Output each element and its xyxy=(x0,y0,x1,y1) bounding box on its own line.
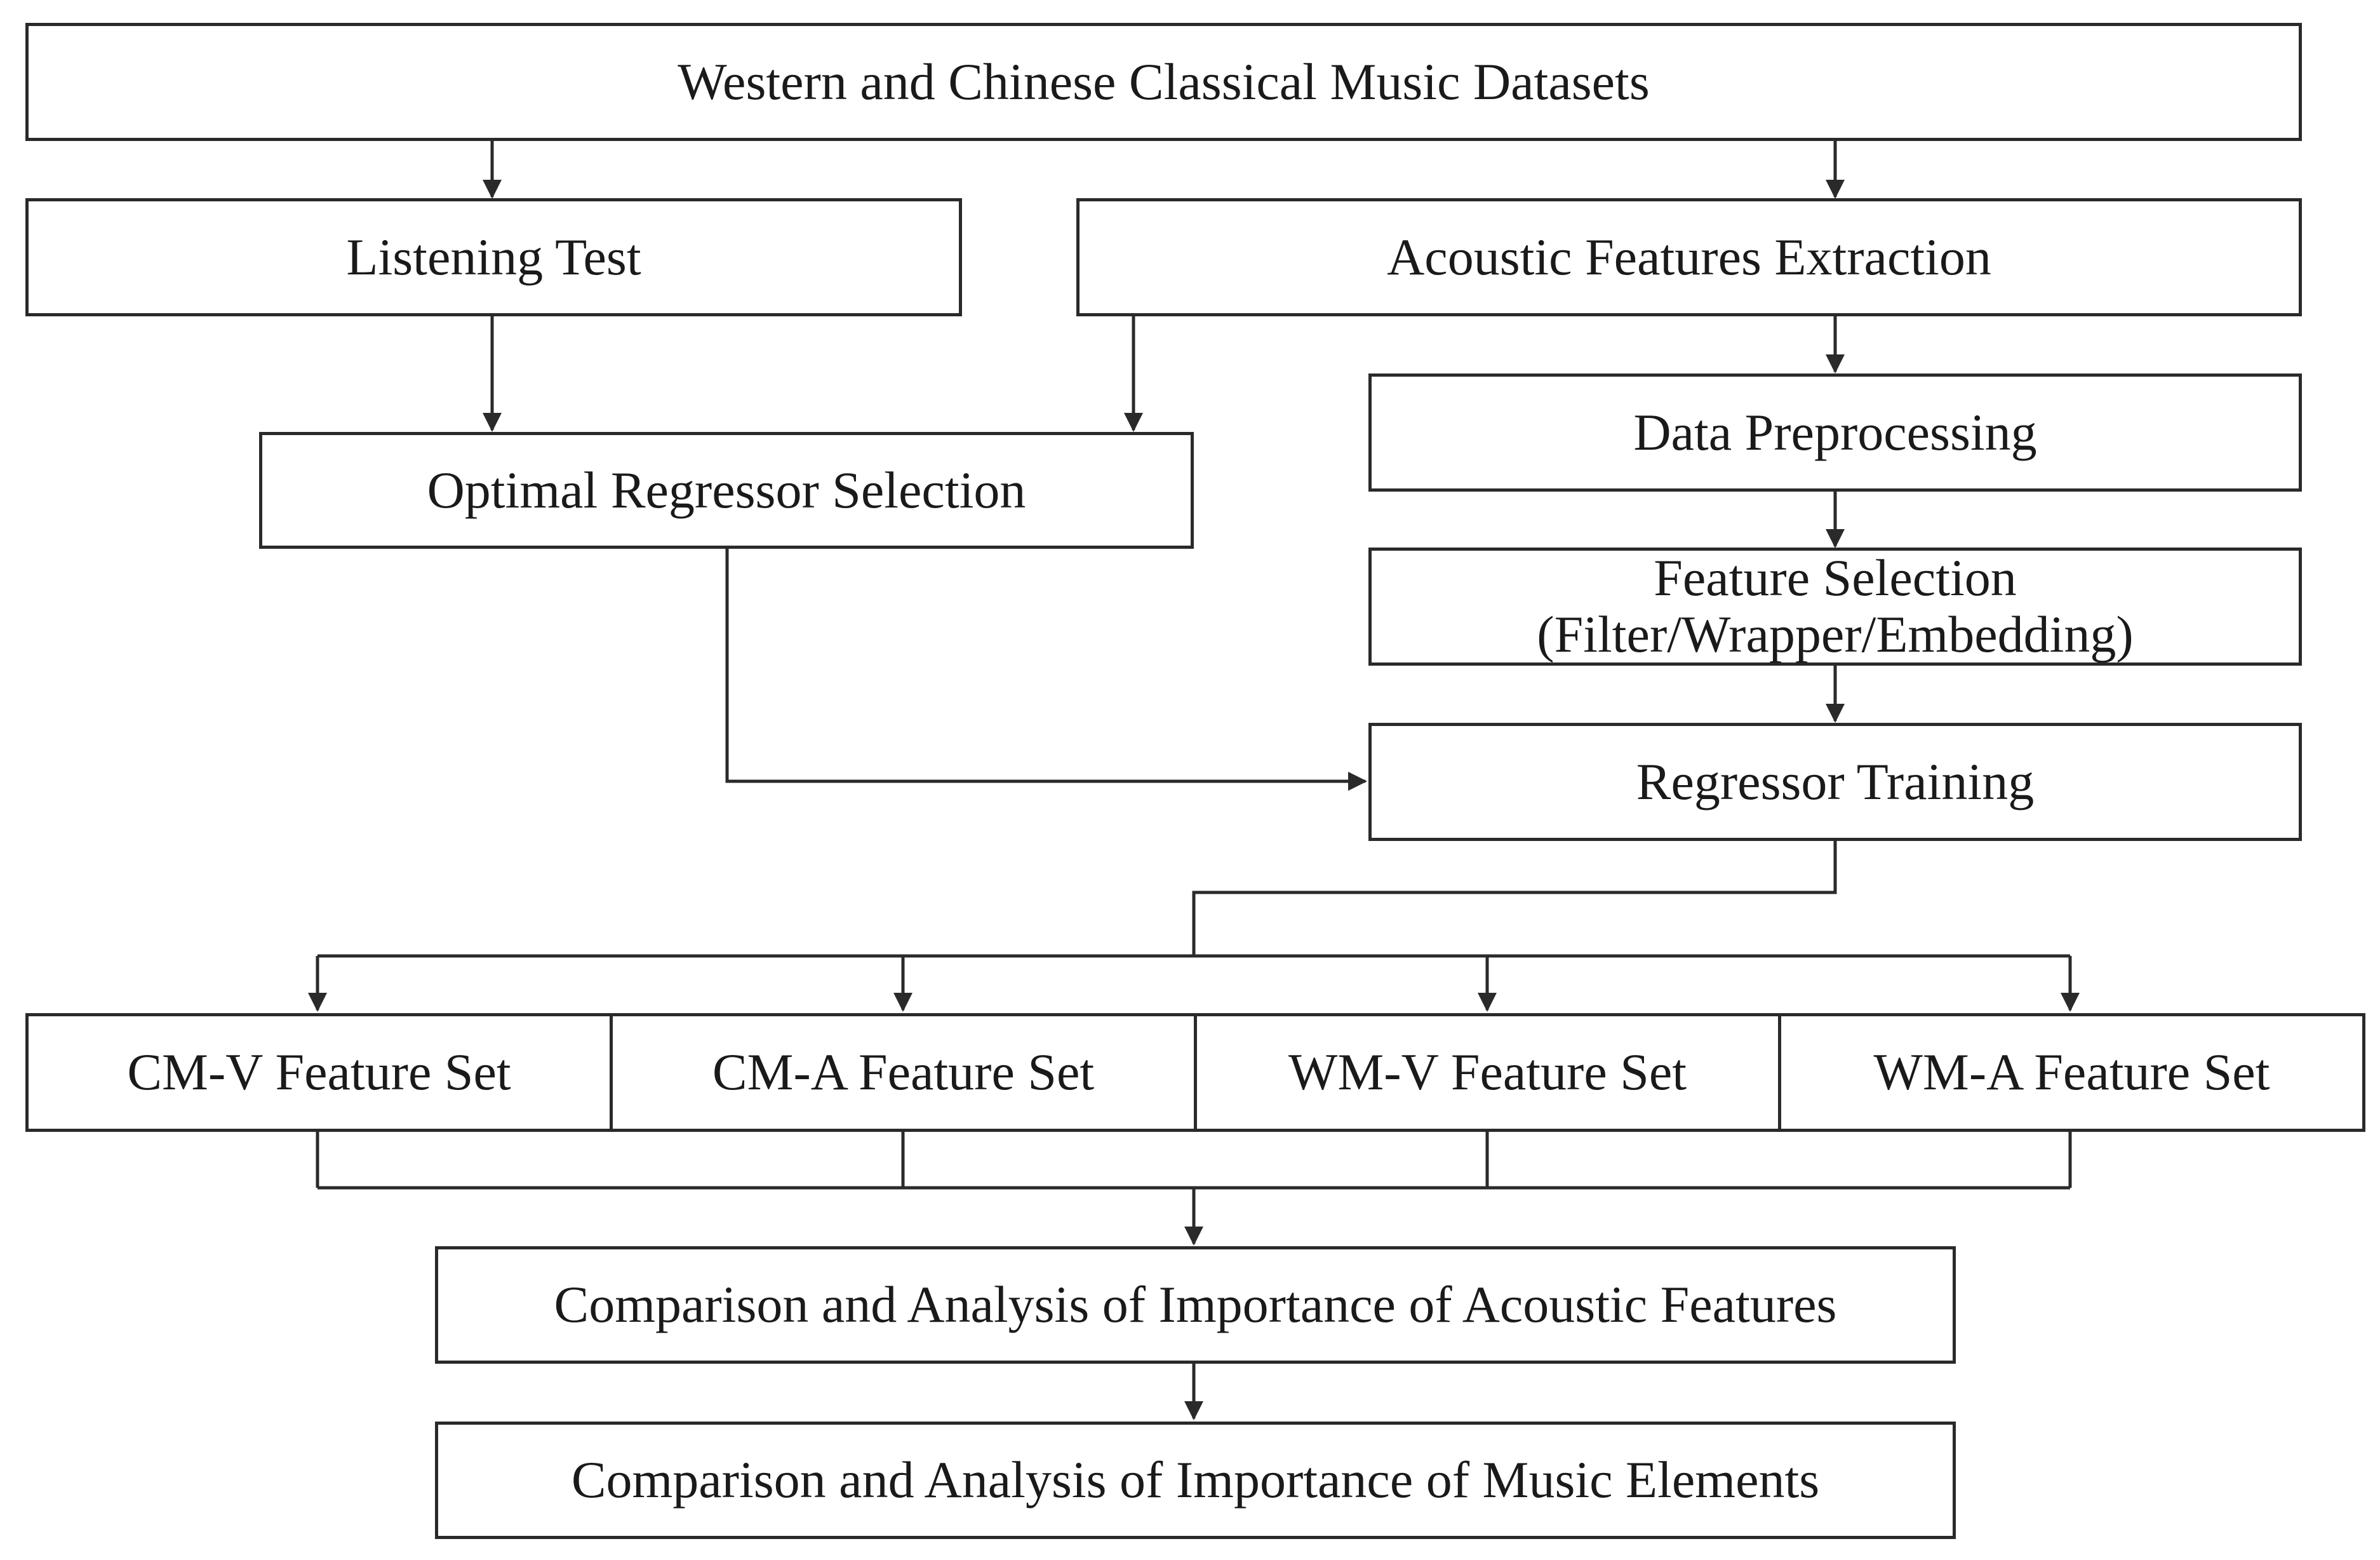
node-datasets: Western and Chinese Classical Music Data… xyxy=(25,23,2302,141)
node-feature-selection: Feature Selection (Filter/Wrapper/Embedd… xyxy=(1368,548,2302,666)
node-data-preprocessing: Data Preprocessing xyxy=(1368,373,2302,492)
node-datasets-label: Western and Chinese Classical Music Data… xyxy=(678,52,1650,111)
node-feature-selection-line1: Feature Selection xyxy=(1654,549,2017,607)
node-regressor-training-label: Regressor Training xyxy=(1636,752,2035,810)
node-optimal-regressor: Optimal Regressor Selection xyxy=(259,432,1194,549)
node-wm-v-label: WM-V Feature Set xyxy=(1288,1043,1687,1101)
node-regressor-training: Regressor Training xyxy=(1368,723,2302,841)
node-compare-music-label: Comparison and Analysis of Importance of… xyxy=(571,1451,1820,1509)
node-listening-test: Listening Test xyxy=(25,198,962,316)
node-cm-v-label: CM-V Feature Set xyxy=(127,1043,511,1101)
node-wm-v-feature-set: WM-V Feature Set xyxy=(1194,1013,1781,1132)
node-cm-a-label: CM-A Feature Set xyxy=(712,1043,1095,1101)
node-listening-test-label: Listening Test xyxy=(346,227,641,286)
node-cm-v-feature-set: CM-V Feature Set xyxy=(25,1013,613,1132)
node-compare-acoustic-features: Comparison and Analysis of Importance of… xyxy=(435,1246,1956,1364)
node-compare-acoustic-label: Comparison and Analysis of Importance of… xyxy=(554,1275,1837,1334)
node-acoustic-extraction-label: Acoustic Features Extraction xyxy=(1387,227,1991,286)
node-wm-a-feature-set: WM-A Feature Set xyxy=(1778,1013,2365,1132)
node-data-preprocessing-label: Data Preprocessing xyxy=(1633,403,2037,461)
node-wm-a-label: WM-A Feature Set xyxy=(1873,1043,2270,1101)
node-feature-selection-line2: (Filter/Wrapper/Embedding) xyxy=(1537,605,2134,663)
node-compare-music-elements: Comparison and Analysis of Importance of… xyxy=(435,1422,1956,1539)
node-acoustic-extraction: Acoustic Features Extraction xyxy=(1076,198,2302,316)
node-optimal-regressor-label: Optimal Regressor Selection xyxy=(427,461,1026,519)
node-cm-a-feature-set: CM-A Feature Set xyxy=(610,1013,1197,1132)
arrow-optimal-to-training xyxy=(725,548,1367,791)
line-training-to-bus xyxy=(1192,840,1837,956)
